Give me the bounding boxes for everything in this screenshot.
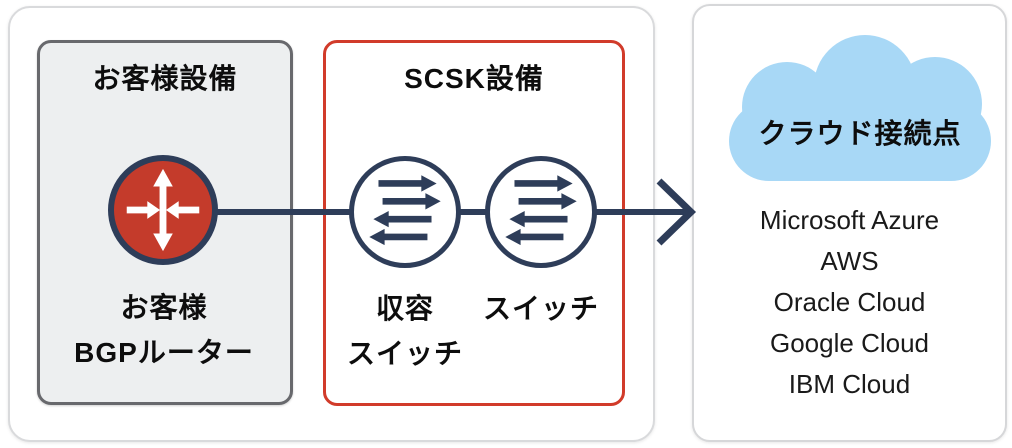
provider-aws: AWS [820, 246, 879, 276]
accommodation-switch-label: 収容 スイッチ [320, 286, 490, 376]
router-label-line1: お客様 [120, 292, 208, 323]
scsk-box-title: SCSK設備 [404, 63, 544, 94]
router-label: お客様 BGPルーター [14, 285, 314, 375]
provider-ibm-cloud: IBM Cloud [788, 369, 911, 399]
accommodation-switch-node [349, 156, 461, 268]
cloud-provider-list: Microsoft Azure AWS Oracle Cloud Google … [694, 200, 1005, 405]
bgp-router-node [108, 155, 218, 265]
customer-box-title: お客様設備 [92, 63, 238, 94]
router-crossed-arrows-icon [126, 168, 200, 252]
switch-node [485, 156, 597, 268]
provider-google-cloud: Google Cloud [770, 328, 929, 358]
cloud-connection-point-label: クラウド接続点 [758, 118, 962, 149]
switch-bidirectional-arrows-icon [505, 175, 577, 246]
arrow-right-icon [656, 178, 697, 246]
switch-bidirectional-arrows-icon [369, 175, 441, 246]
cloud-icon [729, 35, 991, 181]
switch-label: スイッチ [482, 293, 599, 324]
provider-oracle-cloud: Oracle Cloud [773, 287, 926, 317]
router-label-line2: BGPルーター [74, 337, 254, 368]
switch1-label-line1: 収容 [375, 293, 434, 324]
provider-microsoft-azure: Microsoft Azure [759, 205, 940, 235]
switch1-label-line2: スイッチ [346, 338, 463, 369]
